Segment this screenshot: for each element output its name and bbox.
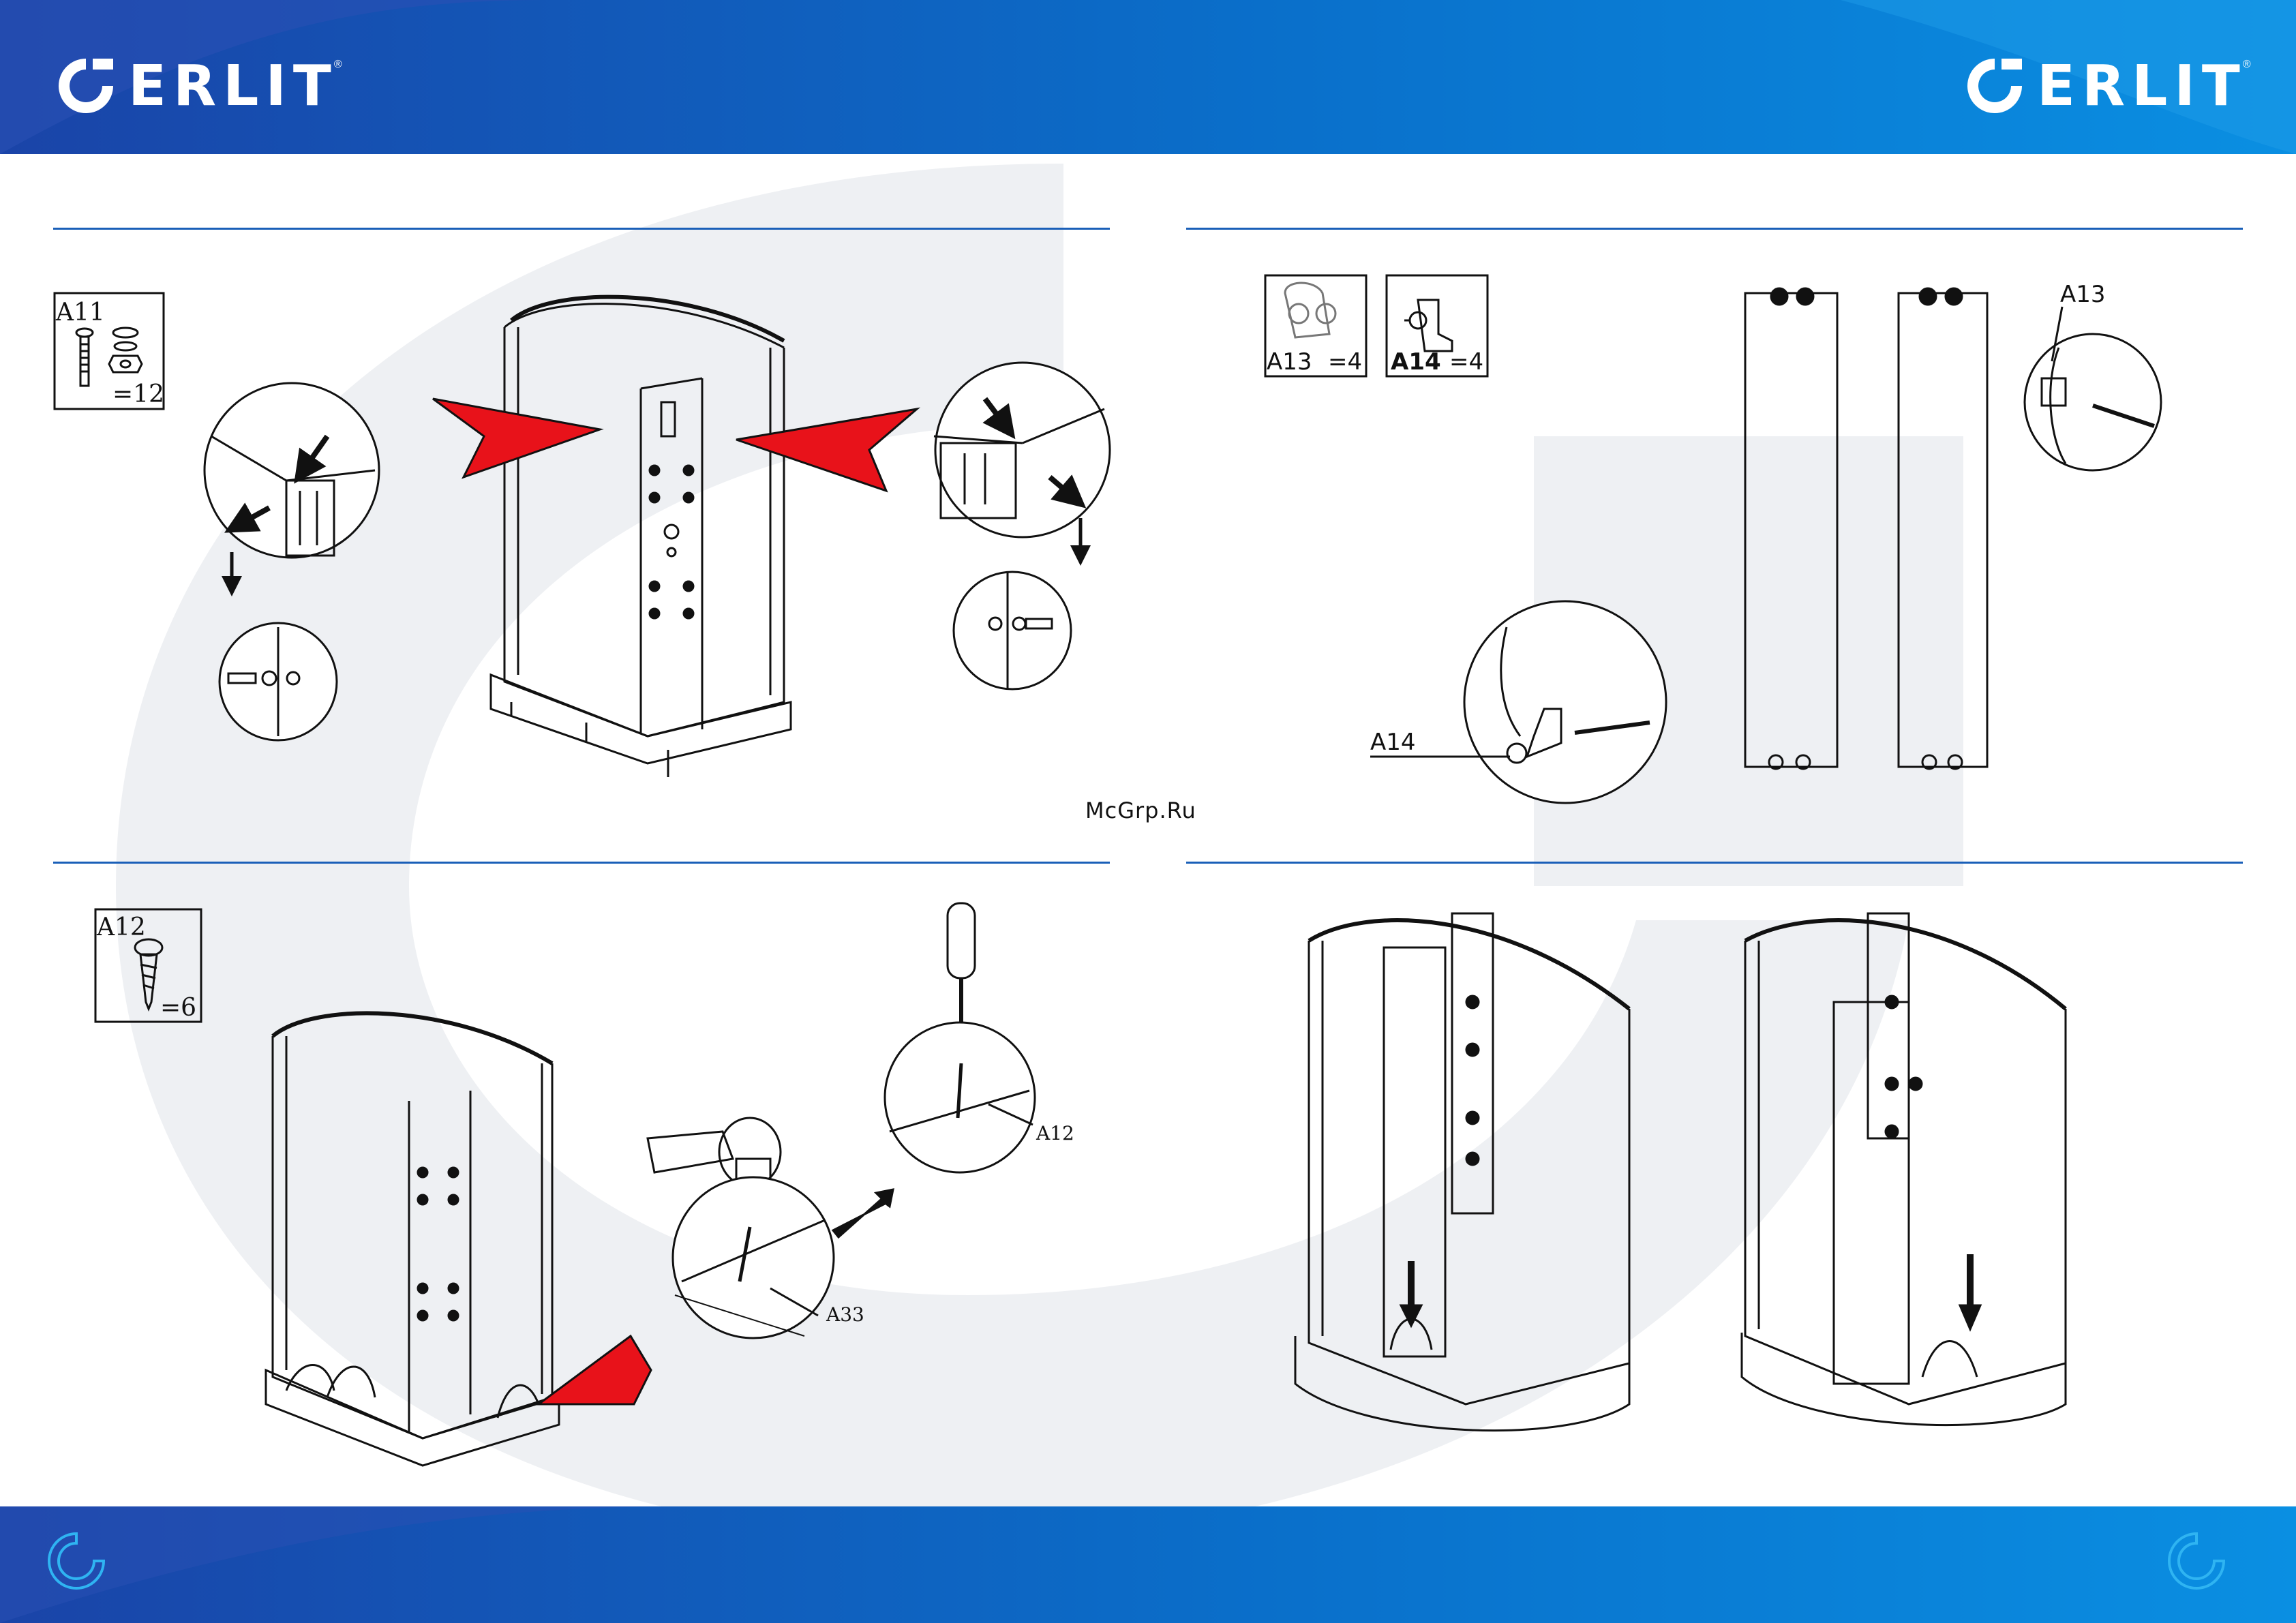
label-a11-qty: =12 [112, 380, 164, 408]
callout-a14: A14 [1370, 729, 1416, 756]
label-a12: A12 [96, 913, 146, 941]
red-arrow-right [736, 409, 917, 491]
screw-icon [140, 954, 157, 1009]
nut-icon [109, 356, 142, 372]
red-arrow-bottom [539, 1336, 651, 1404]
door-panel-2 [1834, 1002, 1909, 1384]
glass-panel-2 [1899, 293, 1987, 767]
label-a11: A11 [55, 299, 105, 327]
callout-a12: A12 [1036, 1122, 1074, 1144]
detail-circle-a14 [1464, 601, 1666, 803]
detail-circle-3 [935, 363, 1110, 537]
detail-circle-4 [954, 572, 1071, 689]
step3-illustration [95, 903, 1035, 1466]
detail-circle-1 [205, 383, 379, 558]
watermark-text: McGrp.Ru [1085, 798, 1196, 823]
step1-illustration [55, 293, 1110, 777]
red-arrow-left [433, 399, 600, 477]
label-a13-qty: =4 [1328, 348, 1362, 376]
label-a13-box: A13 [1267, 348, 1312, 376]
callout-a33: A33 [826, 1303, 864, 1326]
footer-logo-icon-right [2169, 1534, 2224, 1588]
step4-illustration [1295, 913, 2066, 1431]
label-a12-qty: =6 [160, 994, 196, 1022]
footer-swoosh [0, 1506, 2296, 1623]
label-a14-qty: =4 [1449, 348, 1483, 376]
washer-icon [113, 328, 138, 337]
label-a14-box: A14 [1391, 348, 1441, 376]
arrow-to-detail [833, 1189, 893, 1237]
callout-a13: A13 [2060, 281, 2106, 308]
glass-panel-1 [1745, 293, 1837, 767]
detail-circle-drill [673, 1177, 834, 1338]
detail-circle-a13 [2025, 334, 2161, 470]
footer-bar [0, 1506, 2296, 1623]
